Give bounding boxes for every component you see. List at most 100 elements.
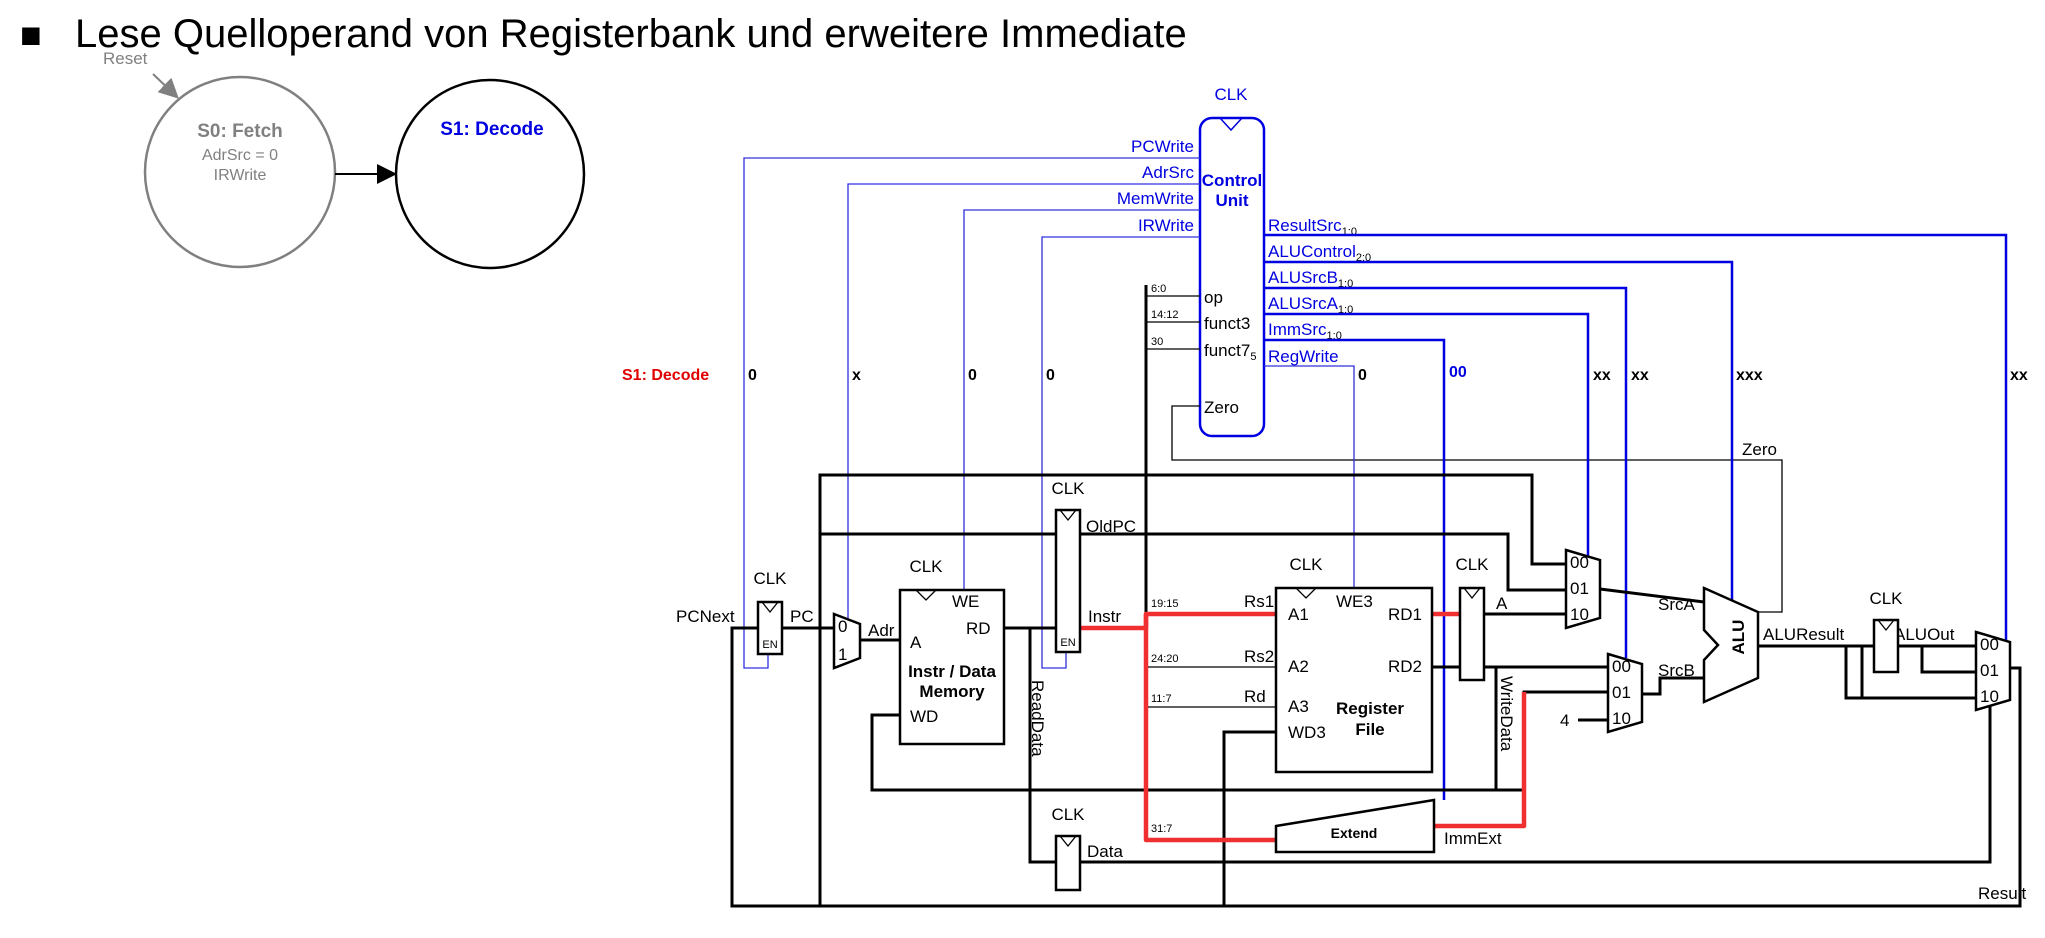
result-mux-01: 01 [1980,661,1999,680]
data-label: Data [1087,842,1123,861]
const-four: 4 [1560,711,1569,730]
data-register [1054,834,1082,892]
bits-rs1: 19:15 [1151,598,1179,610]
aluout-clk-label: CLK [1869,589,1903,608]
aluout-clk-triangle [1877,619,1895,632]
rf-name-2: File [1355,720,1384,739]
result-mux [1974,630,2012,712]
aluout-to-mux-wire [1920,646,1976,674]
mem-name-2: Memory [919,682,985,701]
val-irwrite: 0 [1046,367,1055,384]
pc-clk-triangle [761,601,779,614]
cu-in-zero: Zero [1204,398,1239,417]
sig-regwrite: RegWrite [1268,347,1339,366]
data-to-result-mux-wire [1080,670,1992,864]
result-mux-00: 00 [1980,635,1999,654]
alusrca-wire [1264,312,1590,558]
slide-title: Lese Quelloperand von Registerbank und e… [75,12,1187,56]
srca-wire [1599,587,1705,604]
instr-register [1054,508,1082,654]
val-memwrite: 0 [968,367,977,384]
cu-in-op: op [1204,288,1223,307]
a-label: A [1496,594,1508,613]
val-regwrite: 0 [1358,367,1367,384]
srcb-mux-10: 10 [1612,709,1631,728]
srcb-label: SrcB [1658,661,1695,680]
rf-a2-label: A2 [1288,657,1309,676]
srcb-mux-01: 01 [1612,683,1631,702]
val-resultsrc: xx [2010,367,2028,384]
highlight-imm-path [1143,614,1280,843]
state-s0-name: S0: Fetch [197,121,283,142]
immext-label: ImmExt [1444,829,1502,848]
reset-label: Reset [103,49,148,68]
sig-memwrite: MemWrite [1117,189,1194,208]
srcb-mux [1606,652,1644,734]
val-pcwrite: 0 [748,367,757,384]
pc-clk-label: CLK [753,569,787,588]
mem-rd-label: RD [966,619,991,638]
sig-immsrc: ImmSrc1:0 [1268,320,1342,342]
result-label: Result [1978,884,2026,903]
instr-data-memory [898,588,1006,746]
zero-feedback-wire [1171,405,1783,613]
rf-clk-triangle [1295,587,1317,599]
regwrite-wire [1264,365,1355,590]
mem-clk-label: CLK [909,557,943,576]
pc-en-label: EN [762,639,777,651]
data-clk-triangle [1059,835,1077,848]
result-bus-wire [730,626,2022,908]
alu-label: ALU [1729,620,1748,655]
cu-clk-label: CLK [1214,85,1248,104]
aluresult-label: ALUResult [1763,625,1845,644]
bits-funct3: 14:12 [1151,309,1179,321]
state-s0-circle [143,75,337,269]
aluout-label: ALUOut [1894,625,1955,644]
register-file [1274,586,1434,774]
mem-a-label: A [910,633,922,652]
result-mux-10: 10 [1980,687,1999,706]
val-alusrca: xx [1593,367,1611,384]
pcwrite-wire [743,157,1200,669]
rf-we3-label: WE3 [1336,592,1373,611]
pc-register [756,600,784,656]
ir-clk-label: CLK [1051,479,1085,498]
sig-pcwrite: PCWrite [1131,137,1194,156]
rf-rd2-label: RD2 [1388,657,1422,676]
readdata-wire [1028,628,1056,864]
rf-clk-label: CLK [1289,555,1323,574]
rf-name-1: Register [1336,699,1404,718]
extend-label: Extend [1331,825,1378,841]
wd3-wire [1222,730,1276,906]
ab-clk-label: CLK [1455,555,1489,574]
ab-register [1458,586,1486,682]
srca-mux-00: 00 [1570,553,1589,572]
sig-alusrca: ALUSrcA1:0 [1268,294,1353,316]
rd-label: Rd [1244,687,1266,706]
extend-unit [1274,798,1436,854]
val-alucontrol: xxx [1736,367,1763,384]
cu-name-2: Unit [1215,191,1248,210]
state-s0-adrsrc: AdrSrc = 0 [202,147,278,164]
cu-clk-triangle [1219,117,1243,132]
rs2-label: Rs2 [1244,647,1274,666]
srca-label: SrcA [1658,595,1696,614]
bits-funct7: 30 [1151,336,1163,348]
val-immsrc: 00 [1449,364,1467,381]
state-s1-circle [394,78,586,270]
control-unit-box [1198,116,1266,438]
rf-rd1-label: RD1 [1388,605,1422,624]
adrmux-in0: 0 [838,617,847,636]
mem-name-1: Instr / Data [908,662,996,681]
alusrcb-wire [1264,286,1628,658]
val-adrsrc: x [852,367,861,384]
aluout-register [1872,618,1900,674]
rf-a1-label: A1 [1288,605,1309,624]
cu-name-1: Control [1202,171,1262,190]
adrsrc-mux [832,612,862,670]
bullet-icon: ■ [20,14,42,55]
srca-mux-10: 10 [1570,605,1589,624]
memwrite-wire [963,209,1200,590]
